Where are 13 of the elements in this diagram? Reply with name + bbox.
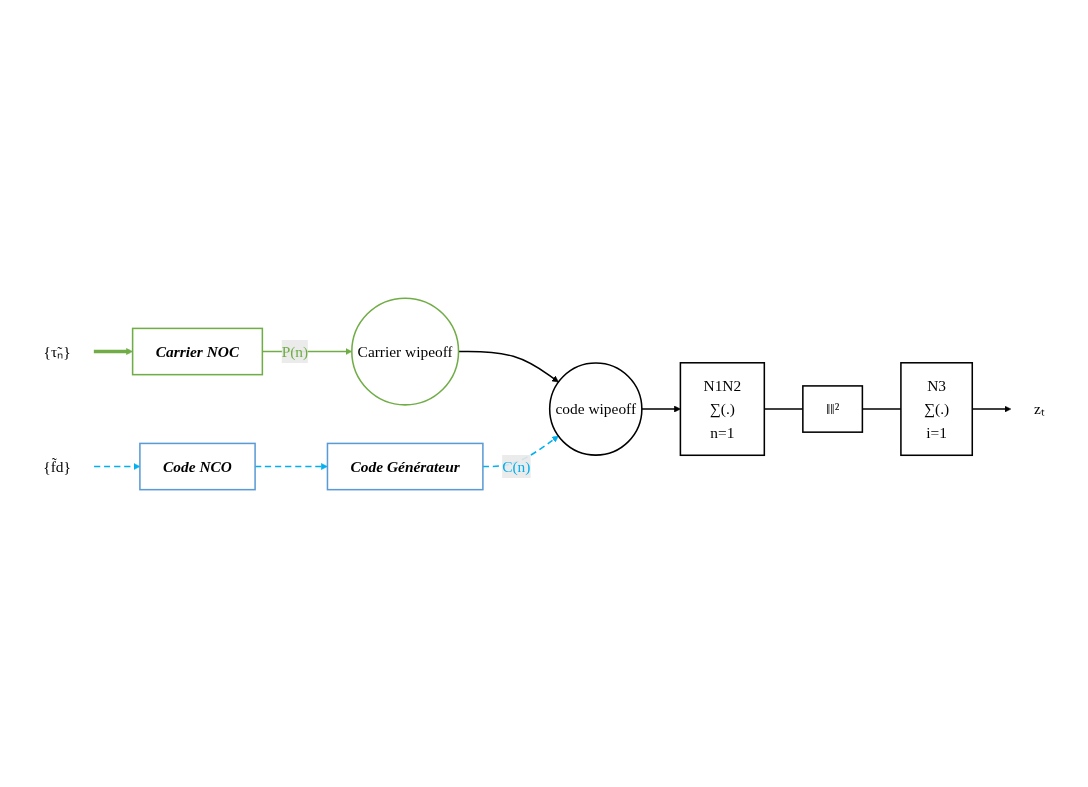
mixer-circle: code wipeoff [548, 361, 643, 456]
process-box: N3 ∑(.) i=1 [900, 361, 974, 456]
process-box: Code NCO [139, 442, 256, 490]
process-box: N1N2 ∑(.) n=1 [679, 361, 766, 456]
signal-label: zₜ [1033, 400, 1045, 418]
mixer-circle: Carrier wipeoff [351, 296, 460, 406]
process-box: Carrier NOC [131, 327, 264, 375]
process-box: ‖‖² [802, 384, 864, 433]
process-box: Code Générateur [326, 442, 484, 490]
signal-label: {f̃d} [43, 457, 71, 475]
edge-label: C(n) [502, 454, 531, 478]
signal-label: {τ̃ₙ} [43, 342, 71, 360]
edge-label: P(n) [281, 339, 309, 363]
